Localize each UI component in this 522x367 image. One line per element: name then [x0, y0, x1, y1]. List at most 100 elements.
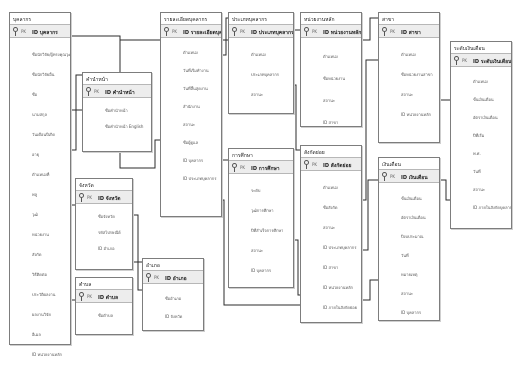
field-row[interactable]: ขั้นเงินเดือน	[473, 97, 494, 102]
table-title: สาขา	[382, 17, 395, 23]
field-row[interactable]: หมายเหตุ	[401, 272, 418, 277]
field-row[interactable]: อัตราเงินเดือน	[473, 115, 498, 120]
field-row[interactable]: อายุ	[32, 152, 39, 157]
field-row[interactable]: วันเดือนปีเกิด	[32, 132, 56, 137]
field-row[interactable]: สถานะ	[251, 248, 263, 253]
field-row[interactable]: ID บุคลากร	[251, 268, 272, 273]
field-row[interactable]: ตำแหน่ง	[323, 54, 338, 59]
field-row[interactable]: สถานะ	[183, 122, 195, 127]
field-row[interactable]: ตำแหน่ง	[323, 185, 338, 190]
field-row[interactable]: ID บุคลากร	[401, 310, 422, 315]
field-row[interactable]: สังกัด	[32, 252, 42, 257]
field-row[interactable]: ชื่อ	[32, 92, 38, 97]
field-row[interactable]: ปีที่เริ่ม	[473, 133, 485, 138]
field-row[interactable]: ID หน่วยงานหลัก	[32, 352, 62, 357]
field-row[interactable]: ID บุคลากร	[183, 158, 204, 163]
field-row[interactable]: ตำแหน่งที่	[32, 172, 50, 177]
field-row[interactable]: ตำแหน่ง	[251, 52, 266, 57]
field-row[interactable]: วุฒิ	[32, 212, 38, 217]
field-row[interactable]: วุฒิการศึกษา	[251, 208, 274, 213]
field-row[interactable]: ID หน่วยงานหลัก	[323, 285, 353, 290]
field-row[interactable]: วันที่	[473, 169, 481, 174]
table-title: อำเภอ	[146, 263, 160, 269]
field-row[interactable]: ชื่อตำบล	[98, 313, 113, 318]
field-row[interactable]: ตำแหน่ง	[183, 50, 198, 55]
field-row[interactable]: ผลงานวิจัย	[32, 312, 51, 317]
field-row[interactable]: ชื่อจังหวัด	[98, 214, 115, 219]
field-row[interactable]: อัตราเงินเดือน	[401, 215, 426, 220]
field-row[interactable]: ตำแหน่ง	[401, 52, 416, 57]
field-row[interactable]: ID จังหวัด	[165, 314, 183, 319]
field-row[interactable]: วันที่เริ่มทำงาน	[183, 68, 209, 73]
field-row[interactable]: สถานะ	[473, 187, 485, 192]
field-row[interactable]: หน่วยงาน	[32, 232, 49, 237]
field-row[interactable]: นามสกุล	[32, 112, 47, 117]
field-row[interactable]: วันที่	[401, 253, 409, 258]
field-row[interactable]: พลู	[32, 192, 38, 197]
field-row[interactable]: ชื่อนักวิจัย/ผู้ทรงคุณวุฒิ	[32, 52, 70, 57]
field-row[interactable]: ID ภายในสังกัดบุคลากร	[473, 205, 511, 210]
field-row[interactable]: สถานะ	[401, 291, 413, 296]
primary-key-field: ID เงินเดือน	[401, 175, 428, 181]
field-row[interactable]: ประเภทบุคลากร	[251, 72, 279, 77]
field-row[interactable]: ID อำเภอ	[98, 246, 115, 251]
field-row[interactable]: สำนักงาน	[183, 104, 200, 109]
field-row[interactable]: ID ประเภทบุคลากร	[323, 245, 357, 250]
field-row[interactable]: สถานะ	[323, 98, 335, 103]
field-row[interactable]: อีเมล	[32, 332, 41, 337]
field-row[interactable]: ชื่อนักวิจัยอื่น	[32, 72, 55, 77]
field-row[interactable]: ตำแหน่ง	[473, 79, 488, 84]
field-row[interactable]: ID ภายในสังกัดย่อย	[323, 305, 357, 310]
field-row[interactable]: วันที่สิ้นสุดงาน	[183, 86, 208, 91]
field-row[interactable]: ขั้นเงินเดือน	[401, 196, 422, 201]
field-row[interactable]: ชื่อคำนำหน้า English	[105, 124, 144, 129]
field-row[interactable]: ID สาขา	[323, 120, 339, 125]
field-row[interactable]: ชื่อคำนำหน้า	[105, 108, 128, 113]
field-row[interactable]: วิธีติดต่อ	[32, 272, 47, 277]
field-row[interactable]: พ.ศ.	[473, 151, 481, 156]
field-row[interactable]: สถานะ	[401, 92, 413, 97]
field-row[interactable]: รหัสไปรษณีย์	[98, 230, 121, 235]
field-row[interactable]: ชื่อหน่วยงานสาขา	[401, 72, 433, 77]
field-row[interactable]: ชื่อหน่วยงาน	[323, 76, 346, 81]
field-row[interactable]: สถานะ	[323, 225, 335, 230]
field-row[interactable]: ปีงบประมาณ	[401, 234, 424, 239]
field-row[interactable]: ชื่ออำเภอ	[165, 296, 182, 301]
field-row[interactable]: ปีที่สำเร็จการศึกษา	[251, 228, 284, 233]
field-row[interactable]: ID สาขา	[323, 265, 339, 270]
field-row[interactable]: ID หน่วยงานหลัก	[401, 112, 431, 117]
field-row[interactable]: ชื่อผู้ดูแล	[183, 140, 199, 145]
field-row[interactable]: ชื่อสังกัด	[323, 205, 338, 210]
field-row[interactable]: สถานะ	[251, 92, 263, 97]
field-row[interactable]: ID ประเภทบุคลากร	[183, 176, 217, 181]
field-row[interactable]: ประวัติผลงาน	[32, 292, 56, 297]
relationship-line	[440, 179, 450, 201]
field-row[interactable]: ระดับ	[251, 188, 261, 193]
